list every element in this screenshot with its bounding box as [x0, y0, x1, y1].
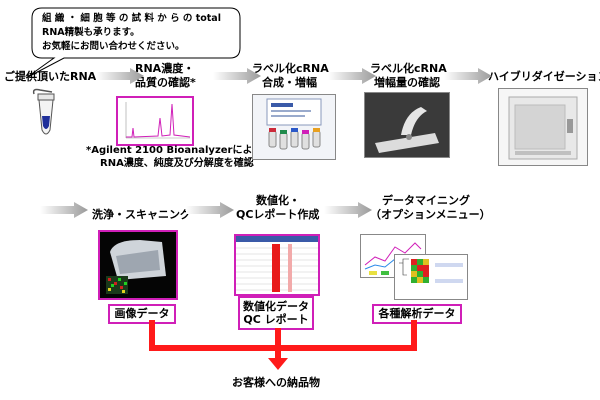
step-hybridization: ハイブリダイゼーション	[488, 70, 600, 83]
step-quantify-line2: QCレポート作成	[236, 208, 320, 221]
step-mining-line1: データマイニング	[382, 194, 470, 207]
arrow-7	[324, 202, 372, 218]
step-label-synth-line2: 合成・増幅	[262, 76, 317, 89]
output-image-data: 画像データ	[108, 304, 176, 324]
qc-report-photo	[234, 234, 320, 296]
step-wash-scan: 洗浄・スキャニング	[92, 208, 191, 221]
output-numeric-qc: 数値化データ QC レポート	[238, 296, 314, 330]
step-label-synth-line1: ラベル化cRNA	[252, 62, 329, 75]
output-analysis-data: 各種解析データ	[372, 304, 462, 324]
spectrophotometer-photo	[364, 92, 450, 158]
callout-line-1: 組 織 ・ 細 胞 等 の 試 料 か ら の total	[42, 13, 221, 24]
step-label-check-line2: 増幅量の確認	[374, 76, 440, 89]
arrow-3	[328, 68, 376, 84]
output-numeric-line1: 数値化データ	[243, 300, 309, 313]
arrow-1	[96, 68, 144, 84]
step-rna-qc-line1: RNA濃度・	[135, 62, 195, 75]
step-mining-line2: （オプションメニュー）	[370, 208, 491, 221]
step-rna-qc-line2: 品質の確認*	[135, 76, 196, 89]
heatmap-photo	[394, 254, 468, 300]
bioanalyzer-graph	[116, 96, 194, 146]
labeling-kit-photo	[252, 94, 336, 160]
footnote-line-1: *Agilent 2100 Bioanalyzerにより	[86, 145, 263, 156]
rna-tube-icon	[32, 88, 55, 135]
callout-line-3: お気軽にお問い合わせください。	[42, 41, 185, 52]
arrow-4	[444, 68, 492, 84]
arrow-6	[186, 202, 234, 218]
callout-bubble	[25, 7, 241, 79]
step-provided-rna: ご提供頂いたRNA	[4, 70, 97, 83]
arrow-2	[213, 68, 261, 84]
delivery-label: お客様への納品物	[232, 376, 320, 389]
callout-line-2: RNA精製も承ります。	[42, 27, 140, 38]
footnote-line-2: RNA濃度、純度及び分解度を確認	[100, 158, 254, 169]
arrow-5	[40, 202, 88, 218]
step-label-check-line1: ラベル化cRNA	[370, 62, 447, 75]
scanner-photo	[98, 230, 178, 300]
hybridization-oven-photo	[498, 88, 588, 166]
delivery-connector	[149, 320, 417, 370]
output-numeric-line2: QC レポート	[243, 313, 309, 326]
step-quantify-line1: 数値化・	[256, 194, 300, 207]
